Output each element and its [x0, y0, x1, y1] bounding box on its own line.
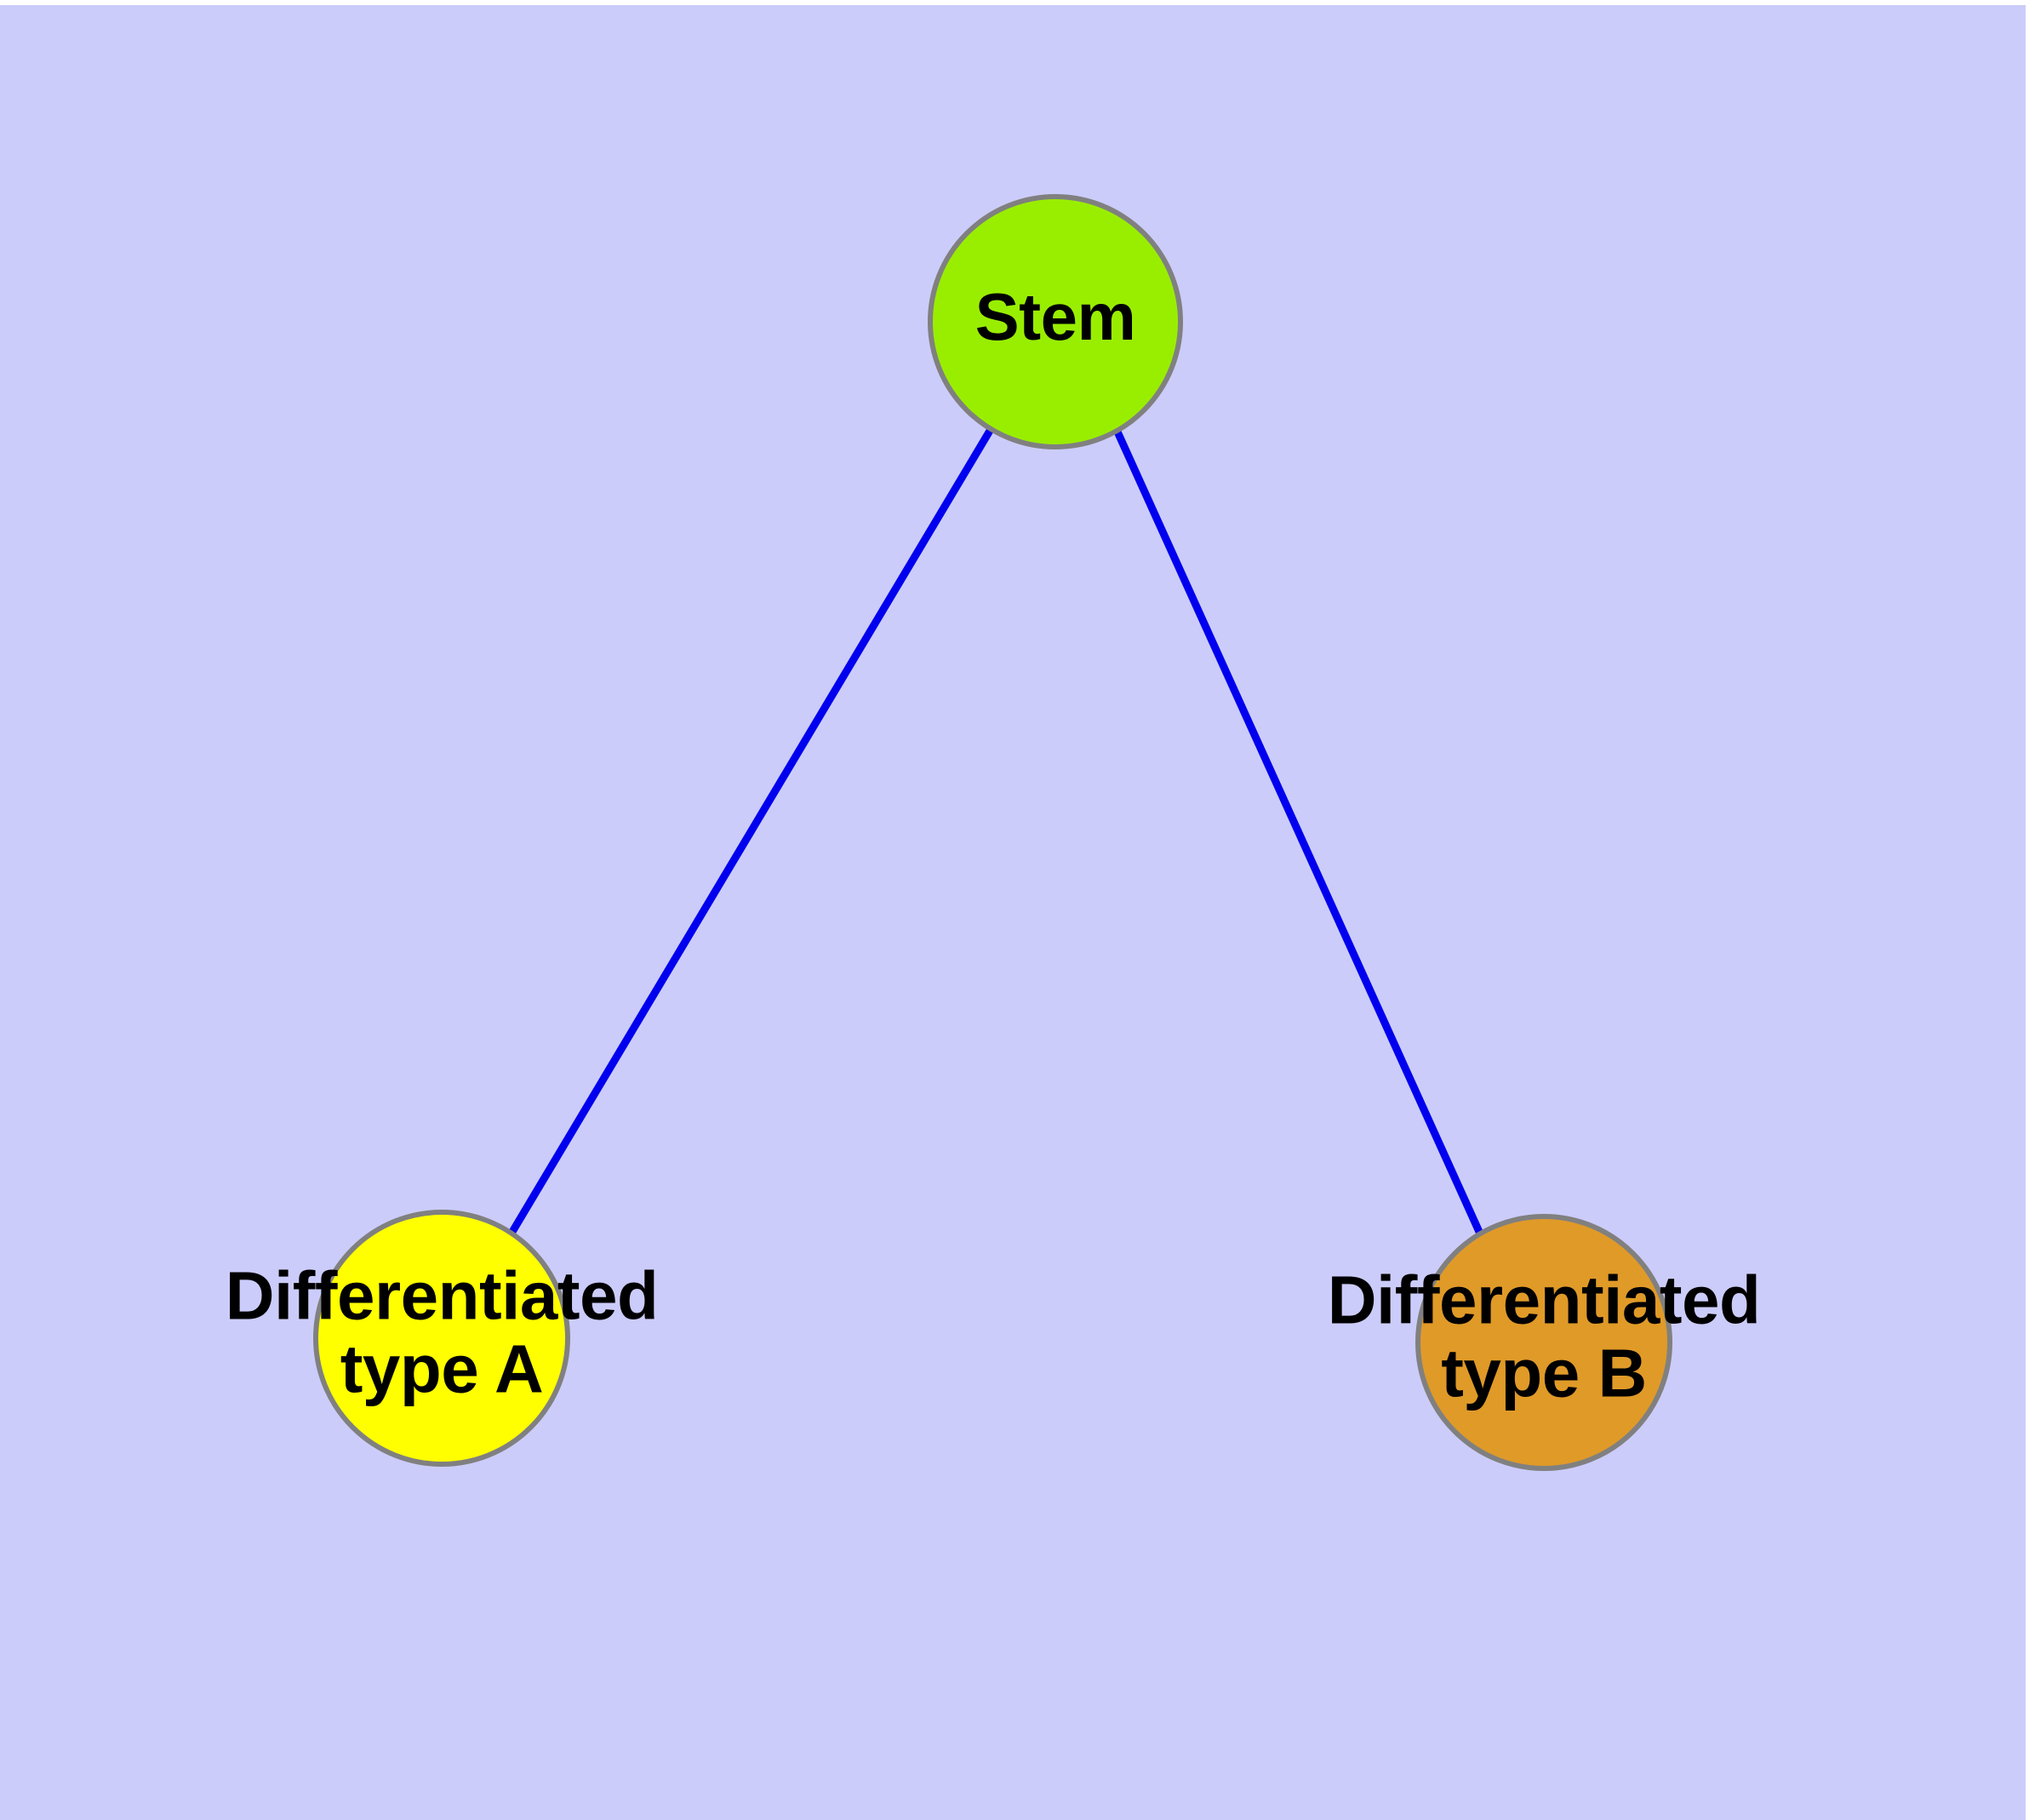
node-diff-a[interactable] [313, 1210, 570, 1467]
edge-stem-to-diff-b[interactable] [1112, 428, 1483, 1233]
graph-canvas: Stem Differentiated type A Differentiate… [0, 5, 2026, 1820]
edge-stem-to-diff-a[interactable] [509, 428, 993, 1234]
node-layer [313, 194, 1672, 1471]
node-diff-b[interactable] [1415, 1214, 1672, 1471]
graph-svg [313, 194, 1672, 1471]
edge-layer [509, 428, 1483, 1234]
node-stem[interactable] [928, 194, 1183, 449]
